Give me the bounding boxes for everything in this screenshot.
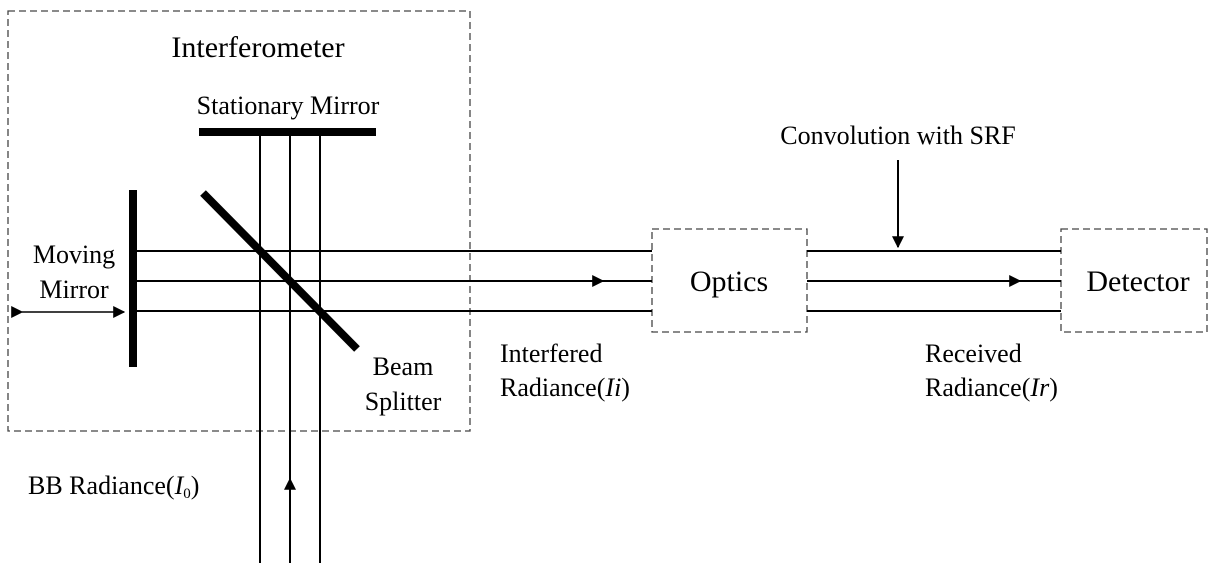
bb-radiance-text: BB Radiance	[28, 471, 166, 500]
beam-splitter-label-line1: Beam	[373, 352, 434, 381]
received-radiance-line1: Received	[925, 339, 1022, 368]
bb-radiance-label: BB Radiance(I0)	[28, 471, 199, 502]
received-radiance-text: Radiance	[925, 373, 1022, 402]
interfered-radiance-line1: Interfered	[500, 339, 602, 368]
interfered-radiance-line2: Radiance(Ii)	[500, 373, 630, 402]
received-radiance-line2: Radiance(Ir)	[925, 373, 1058, 402]
interfered-radiance-symbol: Ii	[604, 373, 621, 402]
detector-label: Detector	[1086, 265, 1189, 298]
moving-mirror-label-line1: Moving	[33, 240, 115, 269]
beam-splitter	[200, 190, 360, 352]
interferometer-label: Interferometer	[171, 31, 344, 64]
convolution-label: Convolution with SRF	[780, 121, 1016, 150]
moving-mirror-label-line2: Mirror	[39, 275, 109, 304]
beam-splitter-label-line2: Splitter	[365, 387, 442, 416]
interferometer-box	[7, 10, 471, 432]
bb-radiance-subscript: 0	[183, 486, 191, 502]
optics-label: Optics	[690, 265, 768, 298]
interfered-radiance-text: Radiance	[500, 373, 597, 402]
stationary-mirror-label: Stationary Mirror	[197, 91, 380, 120]
bb-radiance-symbol: I	[174, 471, 185, 500]
received-radiance-symbol: Ir	[1029, 373, 1050, 402]
